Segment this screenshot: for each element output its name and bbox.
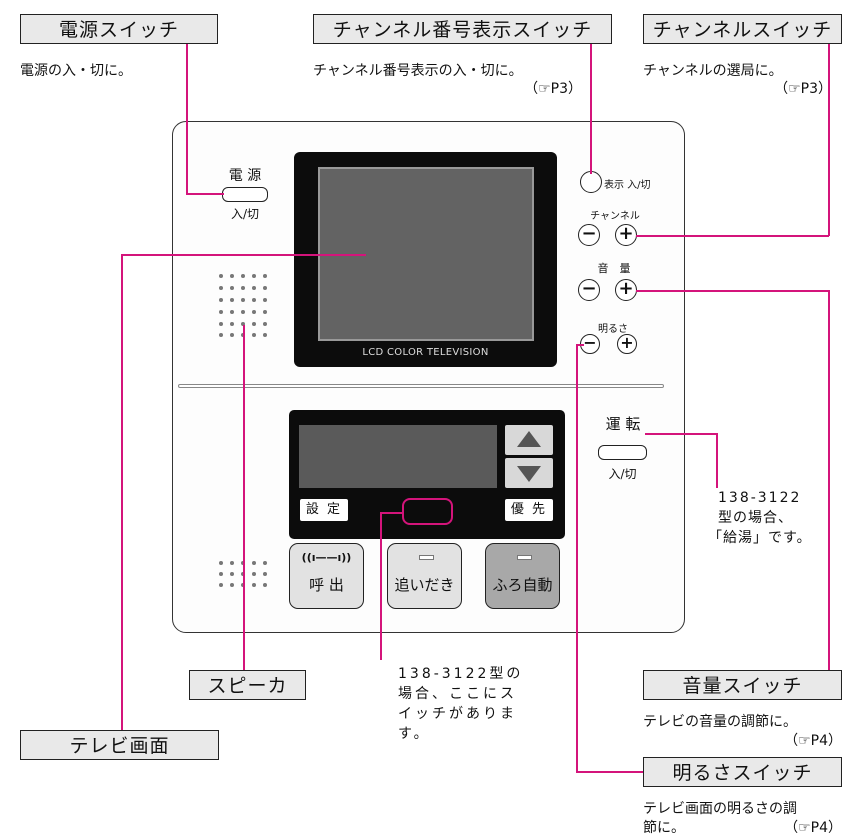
model-note-switch: 138-3122型の 場合、ここにス イッチがありま す。 (398, 664, 523, 744)
settings-button[interactable]: 設 定 (300, 499, 348, 521)
power-button[interactable] (222, 187, 268, 202)
leader-line (645, 433, 717, 435)
leader-line (576, 771, 643, 773)
model-note-run: 138-3122 型の場合、 「給湯」です。 (708, 488, 812, 548)
reheat-label: 追いだき (394, 576, 455, 594)
down-arrow-button[interactable] (505, 458, 553, 488)
auto-bath-label: ふろ自動 (492, 576, 553, 594)
panel-divider (178, 384, 664, 388)
channel-switch-desc: チャンネルの選局に。 (643, 63, 783, 79)
power-switch-callout: 電源スイッチ (20, 14, 218, 44)
priority-button[interactable]: 優 先 (505, 499, 553, 521)
model-note-line: 型の場合、 (718, 510, 793, 526)
up-arrow-button[interactable] (505, 425, 553, 455)
brightness-switch-callout: 明るさスイッチ (643, 757, 842, 787)
channel-display-switch-callout: チャンネル番号表示スイッチ (313, 14, 612, 44)
indicator-lamp (419, 555, 434, 560)
volume-switch-callout: 音量スイッチ (643, 670, 842, 700)
leader-line (243, 325, 245, 671)
triangle-up-icon (517, 431, 541, 447)
volume-switch-ref: （☞P4） (784, 733, 842, 749)
power-sub-label: 入/切 (230, 207, 260, 221)
model-switch-location-marker (402, 498, 453, 525)
volume-label: 音 量 (597, 262, 631, 275)
auto-bath-button[interactable]: ふろ自動 (485, 543, 560, 609)
channel-display-toggle-button[interactable] (580, 171, 602, 193)
channel-switch-callout: チャンネルスイッチ (643, 14, 842, 44)
model-note-line: す。 (398, 726, 431, 742)
volume-up-button[interactable]: + (615, 279, 637, 301)
call-icon: ((ı——ı)) (301, 551, 352, 564)
leader-line (636, 290, 829, 292)
leader-line (590, 44, 592, 174)
volume-down-button[interactable]: − (578, 279, 600, 301)
power-switch-desc: 電源の入・切に。 (20, 63, 132, 79)
power-label: 電 源 (228, 168, 262, 184)
run-sub-label: 入/切 (608, 467, 637, 481)
tv-screen-callout: テレビ画面 (20, 730, 219, 760)
channel-display-switch-desc: チャンネル番号表示の入・切に。 (313, 63, 523, 79)
leader-line (380, 512, 404, 514)
indicator-lamp (517, 555, 532, 560)
call-label: 呼 出 (309, 576, 344, 594)
model-note-line: 「給湯」です。 (708, 530, 812, 546)
model-note-line: 138-3122 (718, 490, 802, 506)
leader-line (576, 344, 578, 772)
leader-line (186, 193, 224, 195)
channel-up-button[interactable]: + (615, 224, 637, 246)
leader-line (828, 44, 830, 236)
speaker-callout: スピーカ (189, 670, 306, 700)
brightness-switch-desc-2: 節に。 (643, 820, 685, 836)
call-button[interactable]: ((ı——ı)) 呼 出 (289, 543, 364, 609)
channel-switch-ref: （☞P3） (774, 81, 832, 97)
lcd-caption: LCD COLOR TELEVISION (362, 347, 489, 358)
leader-line (121, 254, 366, 256)
leader-line (828, 290, 830, 670)
leader-line (121, 254, 123, 731)
brightness-switch-ref: （☞P4） (784, 820, 842, 836)
triangle-down-icon (517, 466, 541, 482)
channel-display-switch-ref: （☞P3） (524, 81, 582, 97)
channel-down-button[interactable]: − (578, 224, 600, 246)
run-label: 運 転 (605, 415, 641, 433)
brightness-label: 明るさ (598, 324, 628, 335)
bath-display (299, 425, 497, 488)
channel-label: チャンネル (590, 211, 640, 222)
speaker-grille-bottom (219, 561, 267, 587)
model-note-line: 138-3122型の (398, 666, 524, 682)
model-note-line: 場合、ここにス (398, 686, 517, 702)
leader-line (636, 235, 829, 237)
model-note-line: イッチがありま (398, 706, 517, 722)
leader-line (186, 44, 188, 194)
volume-switch-desc: テレビの音量の調節に。 (643, 714, 797, 730)
speaker-grille-top (219, 274, 267, 337)
display-toggle-label: 表示 入/切 (604, 180, 651, 191)
run-button[interactable] (598, 445, 647, 460)
brightness-switch-desc: テレビ画面の明るさの調 (643, 801, 797, 817)
reheat-button[interactable]: 追いだき (387, 543, 462, 609)
leader-line (716, 433, 718, 488)
brightness-up-button[interactable]: + (617, 334, 637, 354)
leader-line (576, 344, 584, 346)
leader-line (380, 512, 382, 660)
